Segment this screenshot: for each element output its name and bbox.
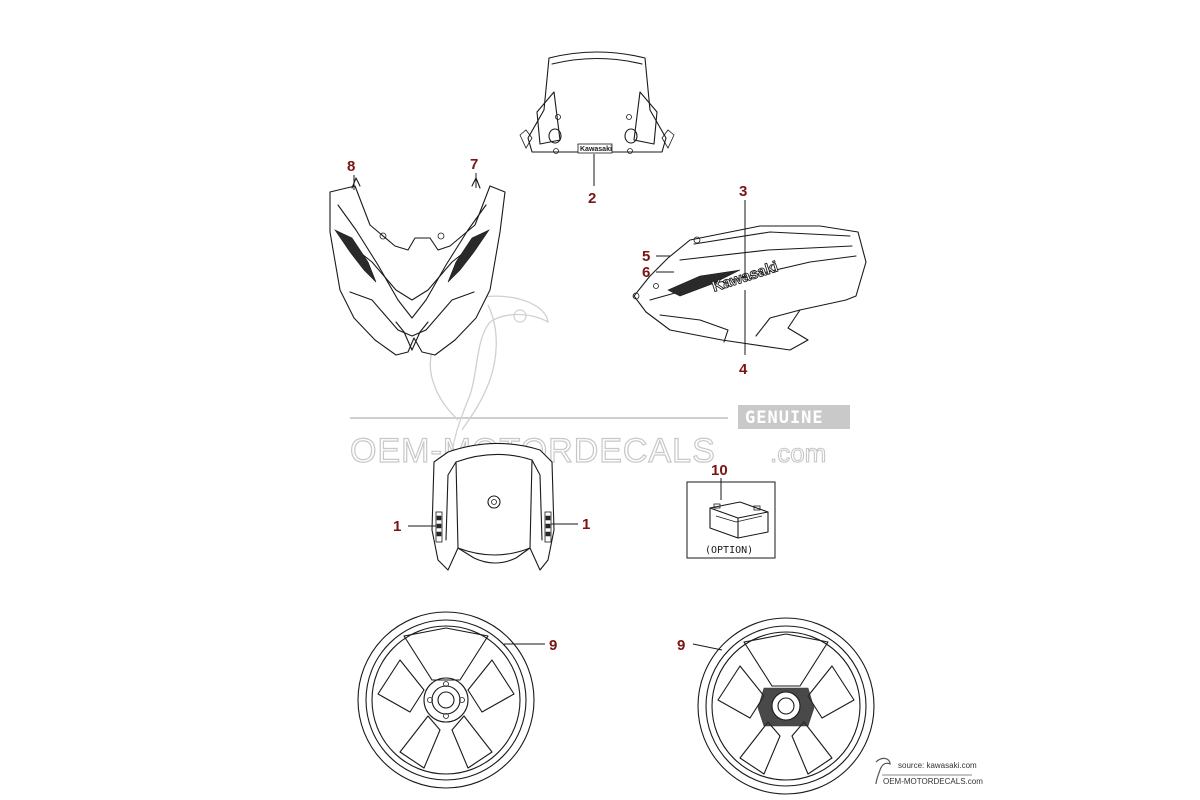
callout-4: 4: [739, 361, 748, 378]
callout-9-right: 9: [677, 637, 685, 654]
windscreen: Kawasaki: [519, 51, 675, 154]
windscreen-decal: [577, 143, 613, 154]
callout-6: 6: [642, 264, 650, 281]
callout-2: 2: [588, 190, 596, 207]
source-line-2: OEM-MOTORDECALS.com: [883, 777, 983, 786]
source-bird-icon: [875, 757, 891, 785]
upper-fairing: [329, 177, 506, 356]
front-fender: [431, 442, 555, 571]
callout-1-right: 1: [582, 516, 590, 533]
watermark-genuine-text: GENUINE: [745, 408, 824, 428]
callout-8: 8: [347, 158, 355, 175]
callout-7: 7: [470, 156, 478, 173]
side-cover: Kawasaki: [632, 225, 867, 351]
watermark-genuine-box: [738, 405, 850, 429]
watermark-tld-text: .com: [770, 438, 826, 468]
callout-10: 10: [711, 462, 728, 479]
source-line-1: source: kawasaki.com: [898, 761, 977, 770]
callout-5: 5: [642, 248, 650, 265]
option-box: (OPTION): [686, 481, 776, 559]
source-credit: source: kawasaki.com OEM-MOTORDECALS.com: [875, 757, 983, 786]
callout-1-left: 1: [393, 518, 401, 535]
wheel-left: [357, 611, 535, 789]
callout-3: 3: [739, 183, 747, 200]
windscreen-decal-text: Kawasaki: [580, 146, 612, 153]
option-label: (OPTION): [705, 545, 753, 556]
wheel-right: [697, 617, 875, 795]
callout-9-left: 9: [549, 637, 557, 654]
